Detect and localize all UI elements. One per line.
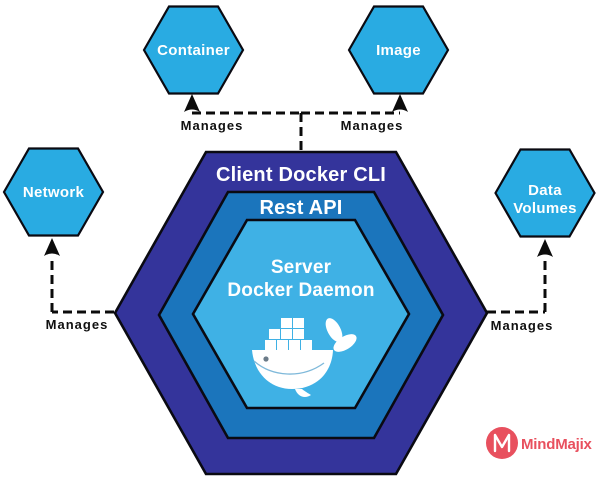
image-hexagon [347,5,450,95]
server-label-line1: Server [271,257,332,278]
data-volumes-label-line2: Volumes [513,200,577,217]
rest-api-label: Rest API [259,197,342,219]
center-stack: Client Docker CLI Rest API Server Docker… [113,150,489,476]
mindmajix-logo-text: MindMajix [521,436,593,453]
manages-label-data-volumes: Manages [491,318,554,333]
manages-arrow-data-volumes [487,239,553,314]
mindmajix-logo-icon [486,427,518,459]
mindmajix-logo: MindMajix [486,427,593,459]
node-network: Network [2,147,105,237]
mindmajix-monogram-icon [493,433,511,453]
client-docker-cli-label: Client Docker CLI [216,164,386,186]
container-hexagon [142,5,245,95]
manages-label-image: Manages [341,118,404,133]
node-container: Container [142,5,245,95]
data-volumes-hexagon [494,148,596,238]
server-docker-daemon-hexagon [191,218,411,410]
manages-label-container: Manages [181,118,244,133]
manages-arrow-image [299,94,408,151]
image-label: Image [376,42,421,59]
manages-label-network: Manages [46,317,109,332]
docker-whale-icon [252,318,357,397]
manages-arrow-network [44,238,114,314]
data-volumes-label-line1: Data [528,182,562,199]
network-hexagon [2,147,105,237]
manages-arrow-container [184,94,301,115]
node-image: Image [347,5,450,95]
server-label-line2: Docker Daemon [227,280,374,301]
network-label: Network [23,184,85,201]
node-data-volumes: Data Volumes [494,148,596,238]
container-label: Container [157,42,230,59]
